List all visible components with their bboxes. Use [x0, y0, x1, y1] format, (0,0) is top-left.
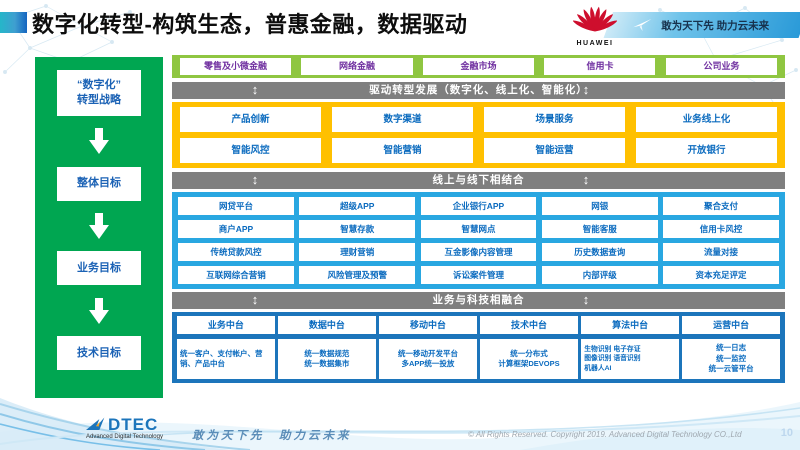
wave-decoration — [0, 398, 800, 450]
paper-plane-icon — [633, 18, 652, 32]
platform-title: 运营中台 — [682, 316, 780, 334]
down-arrow-icon — [88, 128, 110, 155]
huawei-wordmark: HUAWEI — [576, 40, 614, 47]
online-offline-bar: ↕ 线上与线下相结合 ↕ — [172, 172, 785, 189]
platform-column-mobile: 移动中台 统一移动开发平台 多APP统一投放 — [379, 316, 477, 379]
platform-content: 生物识别 电子存证 图像识别 语音识别 机器人AI — [581, 339, 679, 379]
up-down-arrow-icon: ↕ — [582, 82, 591, 97]
application-box: 理财营销 — [299, 243, 416, 261]
business-line-box: 公司业务 — [665, 58, 777, 75]
application-box: 资本充足评定 — [663, 266, 779, 284]
sidebar-item-strategy: “数字化” 转型战略 — [57, 70, 141, 116]
capability-box: 智能营销 — [332, 138, 473, 163]
page-title: 数字化转型-构筑生态，普惠金融，数据驱动 — [32, 12, 468, 37]
application-box: 智慧网点 — [420, 220, 537, 238]
online-offline-label: 线上与线下相结合 — [432, 174, 525, 186]
capability-box: 智能运营 — [484, 138, 625, 163]
application-box: 网银 — [541, 197, 658, 215]
business-line-box: 金融市场 — [422, 58, 534, 75]
tech-fusion-bar: ↕ 业务与科技相融合 ↕ — [172, 292, 785, 309]
up-down-arrow-icon: ↕ — [251, 82, 260, 97]
capability-box: 数字渠道 — [332, 107, 473, 132]
platform-column-data: 数据中台 统一数据规范 统一数据集市 — [278, 316, 376, 379]
capability-box: 开放银行 — [636, 138, 777, 163]
slogan-banner: 敢为天下先 助力云未来 — [603, 12, 800, 38]
application-box: 信用卡风控 — [663, 220, 779, 238]
dtec-wordmark: DTEC — [108, 415, 159, 434]
down-arrow-icon — [88, 297, 110, 324]
sidebar-item-tech-goal: 技术目标 — [57, 335, 141, 370]
drive-transform-label: 驱动转型发展（数字化、线上化、智能化） — [369, 84, 588, 96]
capability-box: 场景服务 — [484, 107, 625, 132]
capability-box: 智能风控 — [180, 138, 321, 163]
application-box: 历史数据查询 — [541, 243, 658, 261]
drive-transform-bar: ↕ 驱动转型发展（数字化、线上化、智能化） ↕ — [172, 82, 785, 99]
application-row: 网贷平台 超级APP 企业银行APP 网银 聚合支付 — [178, 197, 779, 215]
platform-title: 算法中台 — [581, 316, 679, 334]
up-down-arrow-icon: ↕ — [251, 172, 260, 187]
huawei-flower-icon — [572, 6, 618, 32]
application-box: 传统贷款风控 — [178, 243, 294, 261]
up-down-arrow-icon: ↕ — [582, 172, 591, 187]
platform-content: 统一分布式 计算框架DEVOPS — [480, 339, 578, 379]
platform-content: 统一客户、支付帐户、营销、产品中台 — [177, 339, 275, 379]
application-box: 聚合支付 — [663, 197, 779, 215]
up-down-arrow-icon: ↕ — [582, 292, 591, 307]
application-row: 传统贷款风控 理财营销 互金影像内容管理 历史数据查询 流量对接 — [178, 243, 779, 261]
platform-block: 业务中台 统一客户、支付帐户、营销、产品中台 数据中台 统一数据规范 统一数据集… — [172, 312, 785, 383]
platform-content: 统一日志 统一监控 统一云管平台 — [682, 339, 780, 379]
huawei-logo: HUAWEI — [570, 4, 620, 47]
application-box: 诉讼案件管理 — [420, 266, 537, 284]
down-arrow-icon — [88, 212, 110, 239]
capability-block: 产品创新 数字渠道 场景服务 业务线上化 智能风控 智能营销 智能运营 开放银行 — [172, 102, 785, 168]
application-block: 网贷平台 超级APP 企业银行APP 网银 聚合支付 商户APP 智慧存款 智慧… — [172, 192, 785, 289]
application-box: 内部评级 — [541, 266, 658, 284]
capability-row: 产品创新 数字渠道 场景服务 业务线上化 — [180, 107, 777, 132]
business-line-box: 网络金融 — [301, 58, 413, 75]
title-accent — [0, 12, 27, 33]
dtec-logo: DTEC Advanced Digital Technology — [86, 416, 163, 440]
dtec-arrow-icon — [86, 417, 105, 430]
application-box: 商户APP — [178, 220, 294, 238]
application-box: 互金影像内容管理 — [420, 243, 537, 261]
business-line-box: 零售及小微金融 — [180, 58, 292, 75]
tech-fusion-label: 业务与科技相融合 — [432, 294, 525, 306]
application-box: 风险管理及预警 — [299, 266, 416, 284]
page-number: 10 — [780, 427, 793, 439]
footer-slogan: 敢为天下先 助力云未来 — [192, 430, 352, 442]
capability-box: 业务线上化 — [636, 107, 777, 132]
application-box: 智慧存款 — [299, 220, 416, 238]
capability-row: 智能风控 智能营销 智能运营 开放银行 — [180, 138, 777, 163]
platform-content: 统一移动开发平台 多APP统一投放 — [379, 339, 477, 379]
platform-title: 技术中台 — [480, 316, 578, 334]
dtec-subtitle: Advanced Digital Technology — [86, 434, 163, 440]
platform-column-tech: 技术中台 统一分布式 计算框架DEVOPS — [480, 316, 578, 379]
platform-content: 统一数据规范 统一数据集市 — [278, 339, 376, 379]
application-box: 智能客服 — [541, 220, 658, 238]
application-row: 商户APP 智慧存款 智慧网点 智能客服 信用卡风控 — [178, 220, 779, 238]
application-row: 互联网综合营销 风险管理及预警 诉讼案件管理 内部评级 资本充足评定 — [178, 266, 779, 284]
platform-column-business: 业务中台 统一客户、支付帐户、营销、产品中台 — [177, 316, 275, 379]
diagram-area: 零售及小微金融 网络金融 金融市场 信用卡 公司业务 ↕ 驱动转型发展（数字化、… — [172, 55, 785, 383]
banner-slogan-text: 敢为天下先 助力云未来 — [661, 19, 770, 32]
sidebar-item-business-goal: 业务目标 — [57, 251, 141, 286]
copyright-text: © All Rights Reserved. Copyright 2019. A… — [468, 430, 742, 439]
application-box: 流量对接 — [663, 243, 779, 261]
application-box: 企业银行APP — [420, 197, 537, 215]
platform-title: 数据中台 — [278, 316, 376, 334]
platform-title: 业务中台 — [177, 316, 275, 334]
application-box: 互联网综合营销 — [178, 266, 294, 284]
application-box: 超级APP — [299, 197, 416, 215]
platform-column-algorithm: 算法中台 生物识别 电子存证 图像识别 语音识别 机器人AI — [581, 316, 679, 379]
platform-title: 移动中台 — [379, 316, 477, 334]
business-lines-row: 零售及小微金融 网络金融 金融市场 信用卡 公司业务 — [172, 55, 785, 78]
up-down-arrow-icon: ↕ — [251, 292, 260, 307]
business-line-box: 信用卡 — [544, 58, 656, 75]
strategy-sidebar: “数字化” 转型战略 整体目标 业务目标 技术目标 — [35, 57, 163, 398]
platform-column-operation: 运营中台 统一日志 统一监控 统一云管平台 — [682, 316, 780, 379]
application-box: 网贷平台 — [178, 197, 294, 215]
capability-box: 产品创新 — [180, 107, 321, 132]
sidebar-item-overall-goal: 整体目标 — [57, 166, 141, 201]
